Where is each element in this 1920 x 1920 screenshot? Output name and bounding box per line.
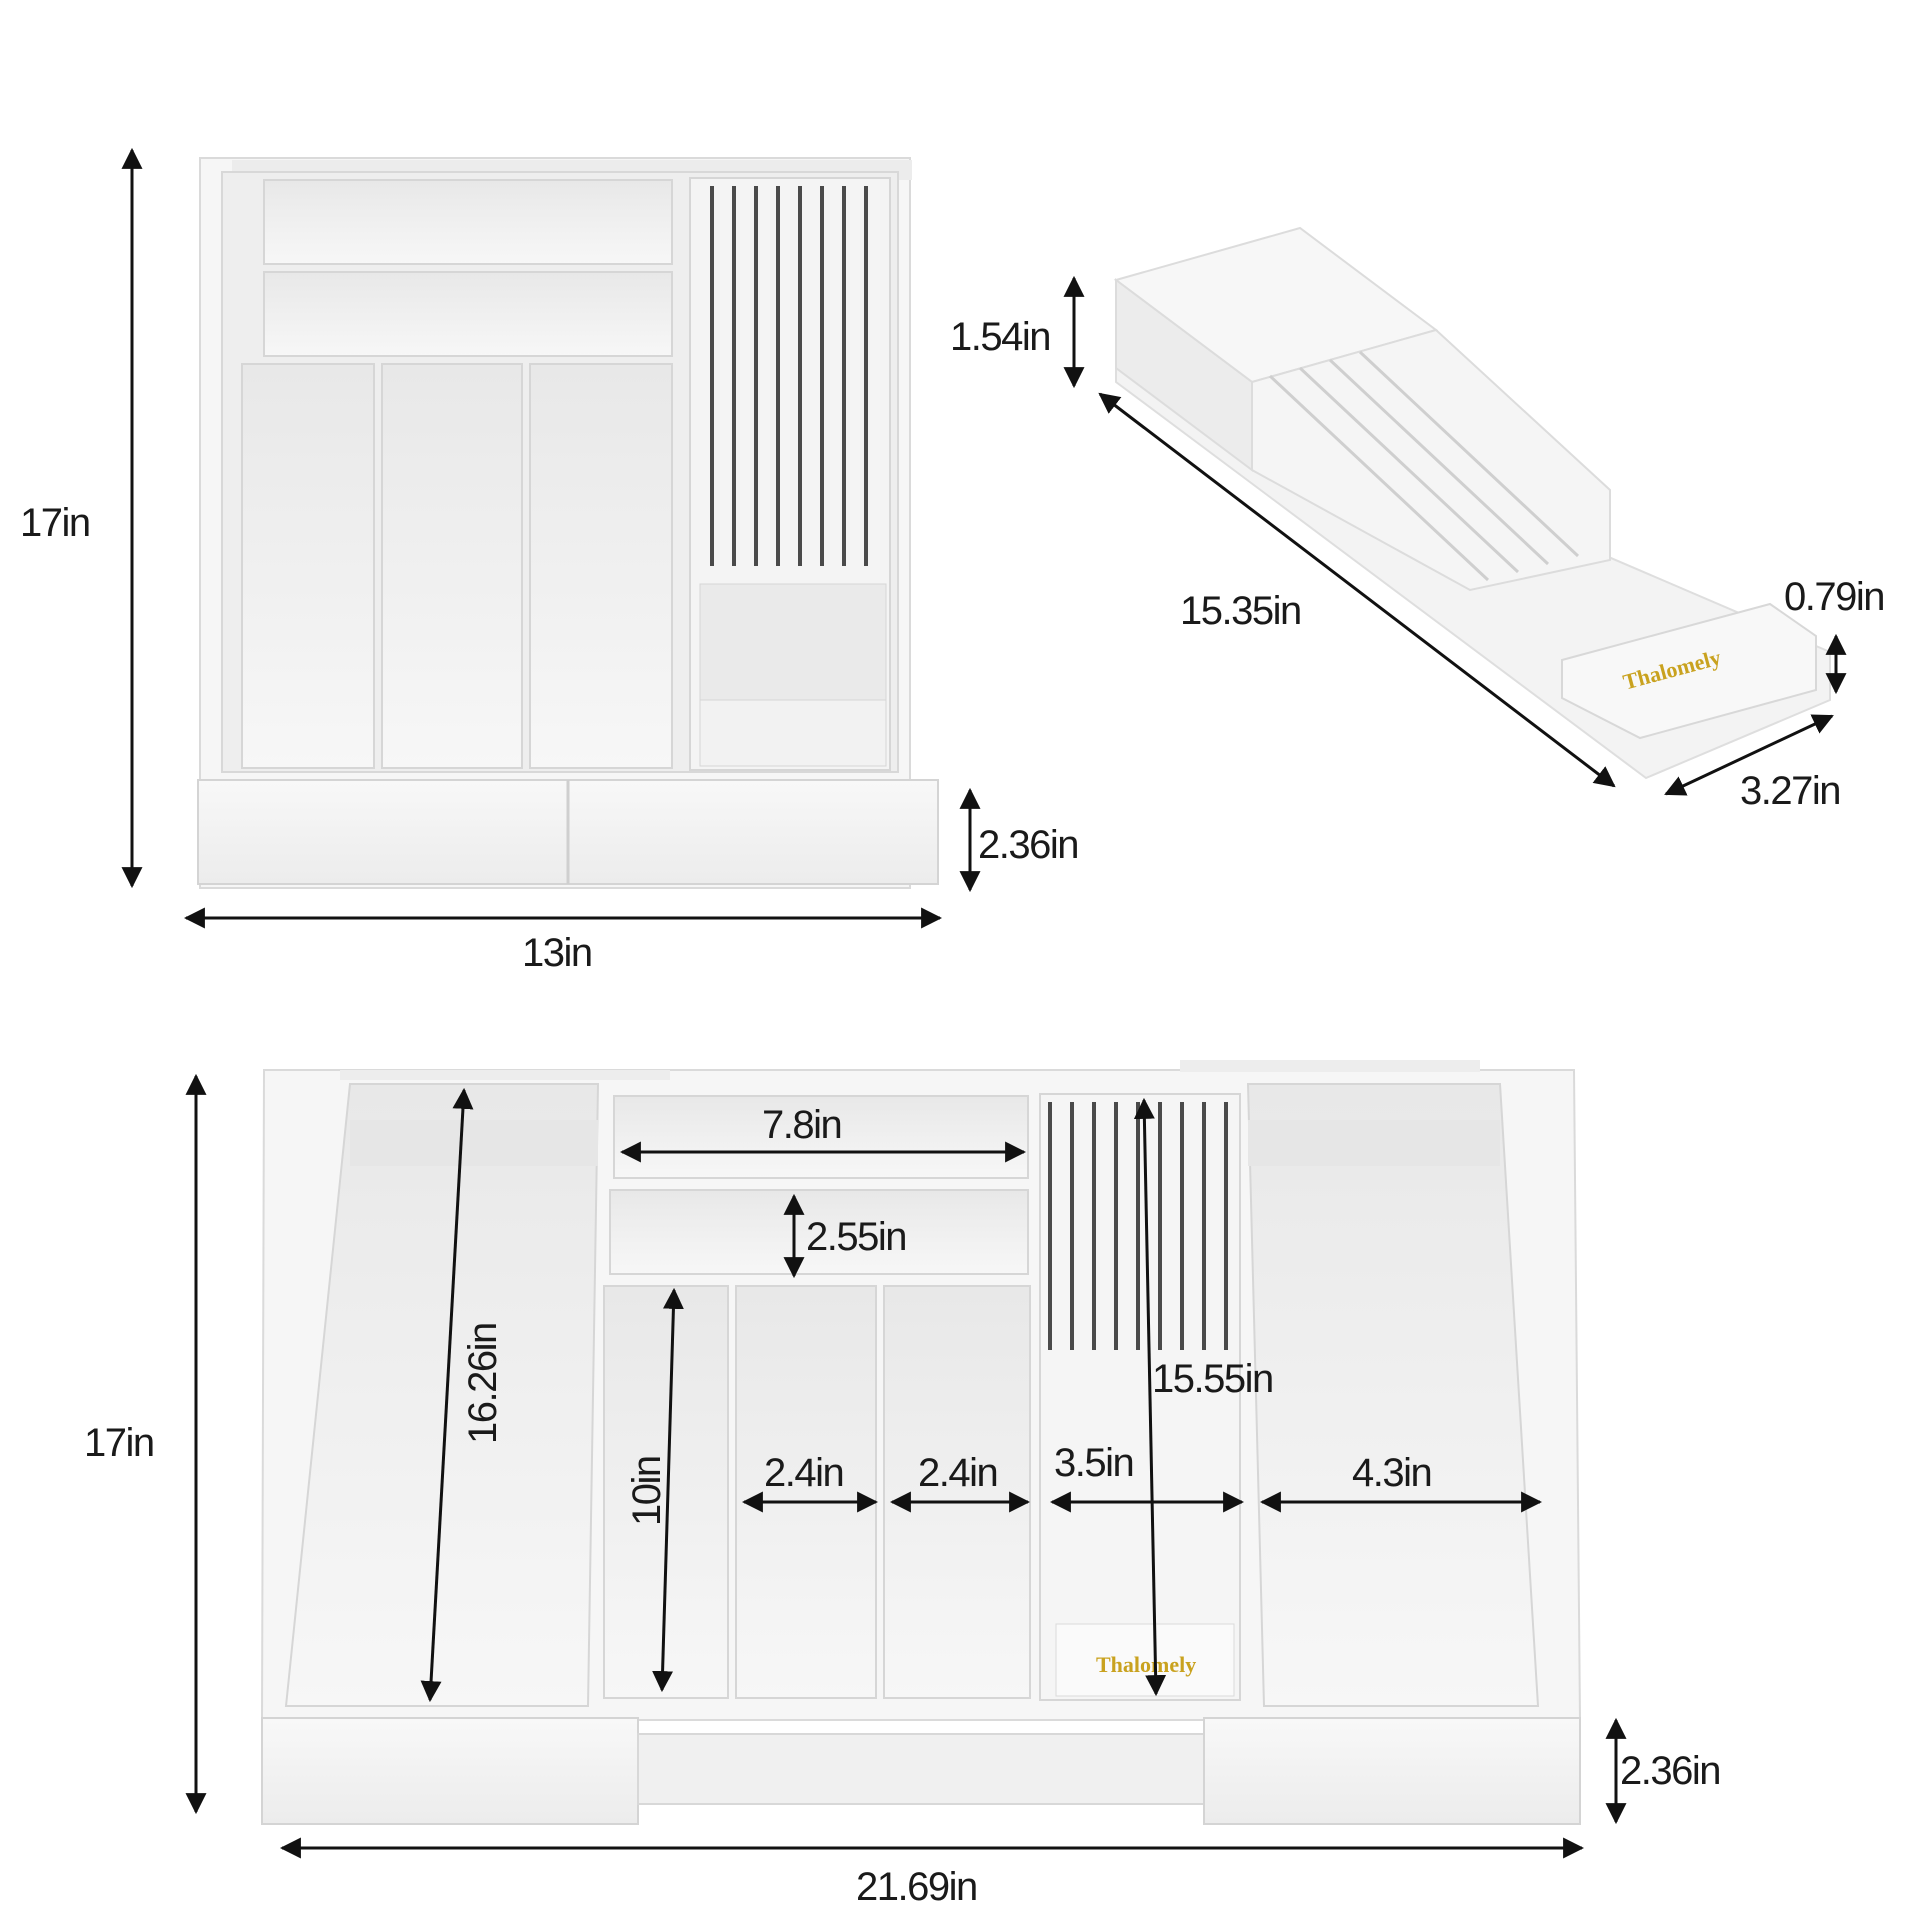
ext-small-length-label: 10in — [625, 1456, 669, 1526]
ext-right-width-dimension: 4.3in — [1259, 1451, 1543, 1513]
ext-top-width-label: 7.8in — [762, 1103, 841, 1147]
ext-width-label: 21.69in — [856, 1865, 977, 1909]
ext-slot-a-dimension: 2.4in — [741, 1451, 879, 1513]
ext-knife-width-label: 3.5in — [1054, 1441, 1133, 1485]
ext-height-dimension: 17in — [84, 1073, 207, 1815]
ext-top-depth-dimension: 2.55in — [783, 1193, 907, 1279]
ext-right-width-label: 4.3in — [1352, 1451, 1431, 1495]
closed-width-label: 13in — [522, 931, 592, 975]
ext-width-dimension: 21.69in — [279, 1837, 1585, 1909]
closed-organizer — [197, 157, 939, 889]
ext-slot-b-dimension: 2.4in — [889, 1451, 1031, 1513]
organizer-brand: Thalomely — [1096, 1652, 1196, 1677]
kb-height-label: 1.54in — [950, 315, 1050, 359]
closed-depth-label: 2.36in — [978, 823, 1078, 867]
ext-side-length-label: 16.26in — [461, 1323, 505, 1444]
knife-slots-closed — [710, 186, 868, 566]
kb-length-label: 15.35in — [1180, 589, 1301, 633]
closed-width-dimension: 13in — [183, 907, 943, 975]
ext-knife-length-dimension: 15.55in — [1133, 1097, 1274, 1697]
ext-slot-b-label: 2.4in — [918, 1451, 997, 1495]
knife-block: Thalomely — [1113, 226, 1831, 780]
ext-small-length-dimension: 10in — [625, 1287, 684, 1693]
kb-base-height-dimension: 0.79in — [1784, 575, 1885, 695]
ext-knife-length-label: 15.55in — [1152, 1357, 1273, 1401]
ext-slot-a-label: 2.4in — [764, 1451, 843, 1495]
ext-height-label: 17in — [84, 1421, 154, 1465]
ext-depth-dimension: 2.36in — [1605, 1717, 1721, 1825]
ext-side-length-dimension: 16.26in — [420, 1087, 505, 1703]
ext-top-depth-label: 2.55in — [806, 1215, 906, 1259]
kb-length-dimension: 15.35in — [1098, 392, 1616, 788]
kb-base-height-label: 0.79in — [1784, 575, 1884, 619]
kb-width-label: 3.27in — [1740, 769, 1840, 813]
closed-height-dimension: 17in — [20, 147, 143, 889]
closed-depth-dimension: 2.36in — [959, 787, 1079, 893]
kb-width-dimension: 3.27in — [1664, 714, 1841, 813]
ext-top-width-dimension: 7.8in — [619, 1103, 1027, 1163]
closed-height-label: 17in — [20, 501, 90, 545]
kb-height-dimension: 1.54in — [950, 275, 1085, 389]
ext-depth-label: 2.36in — [1620, 1749, 1720, 1793]
